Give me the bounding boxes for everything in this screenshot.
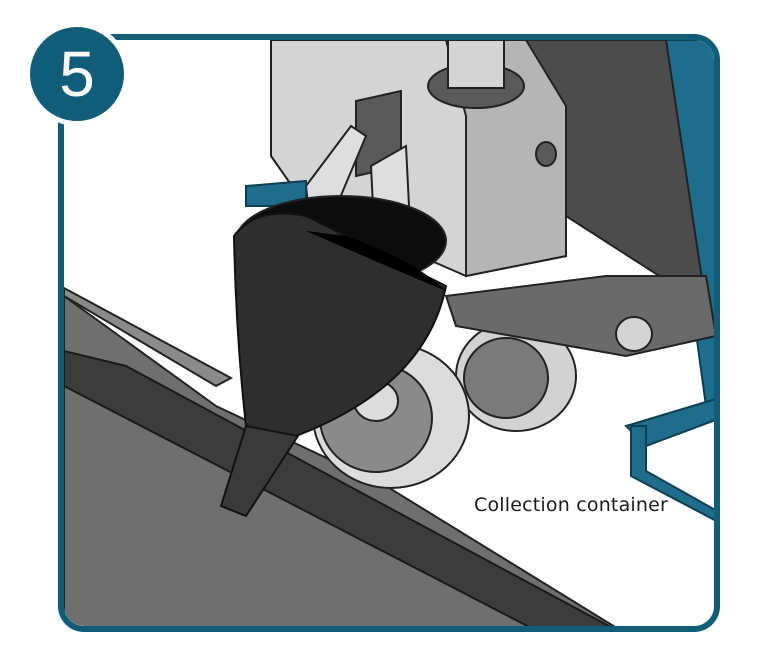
- collection-tray: [64, 294, 616, 626]
- machine-illustration: [64, 40, 714, 626]
- teal-frame-leg: [630, 425, 714, 521]
- tray-trough: [64, 349, 611, 626]
- funnel-spout: [219, 424, 300, 518]
- illustration-frame: [58, 34, 720, 632]
- callout-label: Collection container: [474, 494, 669, 516]
- step-number-badge: 5: [25, 22, 129, 126]
- funnel-icon: [219, 195, 448, 518]
- step-number: 5: [59, 38, 95, 110]
- tray-rim-top: [64, 286, 234, 388]
